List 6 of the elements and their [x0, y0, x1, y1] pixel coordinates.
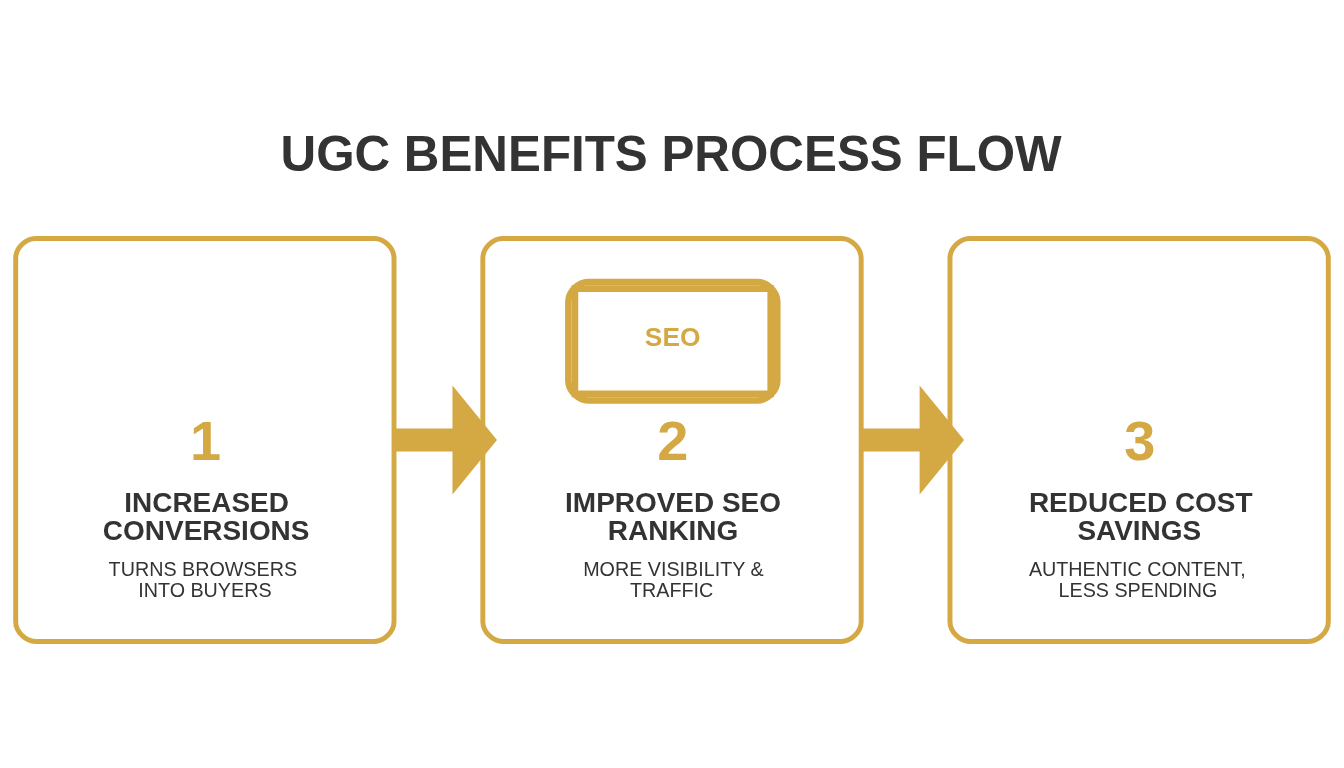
- arrow: [394, 385, 497, 495]
- node-box: 1 INCREASED CONVERSIONS TURNS BROWSERS INTO BUYERS: [13, 235, 397, 644]
- diagram-title: UGC BENEFITS PROCESS FLOW: [280, 125, 1062, 181]
- node-box: SEO 2 IMPROVED SEO RANKING MORE VISIBILITY & TRAFFIC: [480, 235, 864, 644]
- node-box: 3 REDUCED COST SAVINGS AUTHENTIC CONTENT, LESS SPENDING: [947, 235, 1331, 644]
- arrow: [861, 385, 965, 495]
